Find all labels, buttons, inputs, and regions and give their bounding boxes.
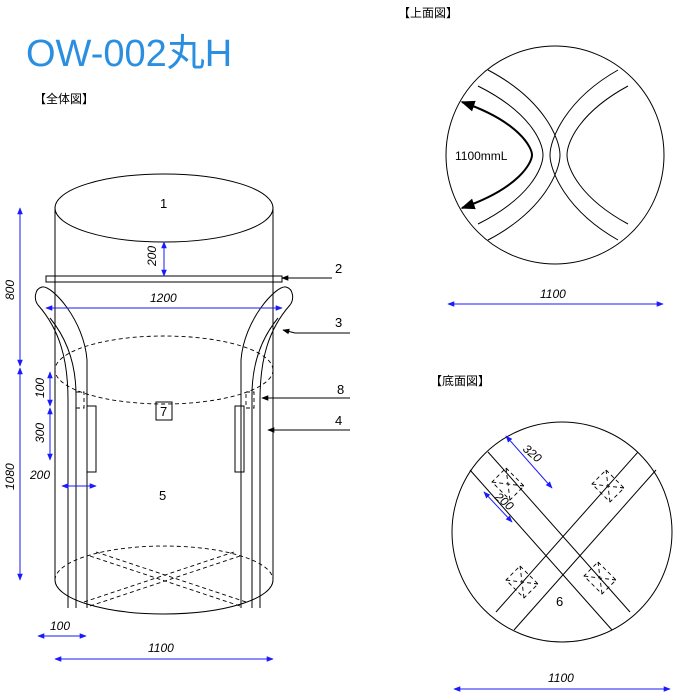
right-loop-inner [251, 317, 279, 608]
bottom-belt-b-edge2 [513, 469, 657, 631]
right-stitch-marker [245, 391, 255, 409]
right-patch [234, 405, 245, 473]
overall-view: 1 2 3 4 5 7 8 200 1200 800 1080 100 300 … [3, 173, 350, 662]
bottom-view-circle [451, 421, 673, 643]
callout-2: 2 [335, 261, 342, 276]
callout-1: 1 [160, 196, 167, 211]
bottom-patch-upper-right [591, 469, 625, 503]
bottom-cross-belt-3 [89, 555, 241, 607]
top-left-loop-inner [477, 85, 544, 225]
section-label-bottom: 【底面図】 [430, 373, 490, 388]
leader-3 [282, 328, 350, 335]
callout-4: 4 [335, 413, 342, 428]
body-bottom-front [54, 579, 274, 615]
dim-100-left-label: 100 [33, 378, 47, 398]
top-loop-length-arrow [460, 100, 534, 210]
top-skirt-band [45, 275, 283, 283]
callout-3: 3 [335, 315, 342, 330]
bottom-patch-lower-right [583, 561, 617, 595]
left-patch [86, 405, 97, 473]
bottom-view: 6 320 200 1100 [451, 421, 673, 692]
label-patch-7 [155, 401, 173, 421]
bottom-belt-b-edge1 [495, 451, 639, 613]
callout-7: 7 [160, 404, 167, 419]
bottom-belt-a-edge2 [469, 469, 613, 631]
top-view: 1100mmL 1100 [445, 45, 665, 307]
dim-200-left-label: 200 [29, 468, 50, 482]
dim-1080-label: 1080 [3, 463, 17, 490]
section-label-top: 【上面図】 [398, 6, 458, 20]
left-loop-inner [49, 317, 77, 608]
body-top-dashed-ellipse [54, 335, 274, 405]
bottom-dim-320-line [505, 435, 553, 489]
top-loop-length-label: 1100mmL [455, 149, 508, 163]
top-right-loop-inner [566, 85, 629, 225]
bottom-patch-lower-left [505, 565, 539, 599]
bottom-cross-belt-4 [83, 551, 235, 603]
top-right-loop-outer [549, 69, 619, 241]
dim-200-top-label: 200 [145, 246, 159, 267]
bottom-dim-200-line [483, 491, 513, 523]
dim-1200-label: 1200 [150, 291, 177, 305]
left-stitch-marker [75, 391, 85, 409]
section-label-overall: 【全体図】 [34, 91, 94, 106]
callout-5: 5 [159, 488, 166, 503]
callout-8: 8 [337, 382, 344, 397]
body-bottom-back-dashed [54, 545, 274, 581]
right-lifting-loop [240, 286, 294, 608]
top-left-loop-outer [487, 69, 561, 241]
dim-1100-label: 1100 [148, 641, 174, 655]
dim-300-label: 300 [33, 423, 47, 443]
dim-800-label: 800 [3, 280, 17, 300]
dim-100-bottom-label: 100 [50, 619, 70, 633]
top-view-circle [445, 45, 665, 265]
bottom-dim-320-label: 320 [520, 442, 545, 466]
bottom-dim-200-label: 200 [491, 489, 516, 513]
top-width-dim-label: 1100 [540, 287, 566, 301]
left-lifting-loop [34, 286, 88, 608]
bottom-width-dim-label: 1100 [548, 671, 574, 685]
product-title: OW-002丸H [26, 33, 232, 75]
bottom-belt-a-edge1 [487, 451, 631, 613]
callout-6: 6 [556, 594, 563, 609]
bottom-cross-belt-2 [95, 551, 247, 603]
